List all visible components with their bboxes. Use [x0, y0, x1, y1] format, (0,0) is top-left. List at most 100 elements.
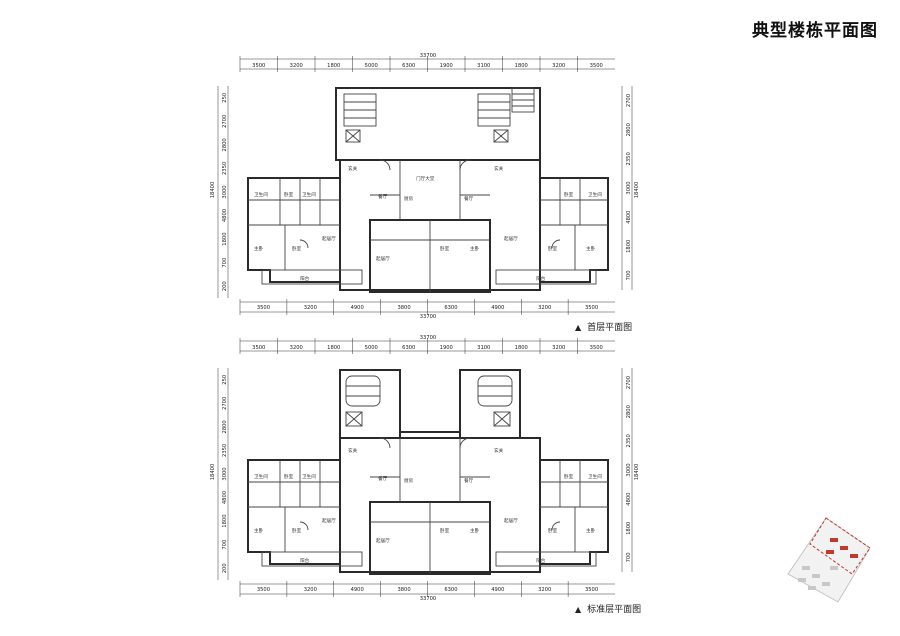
dimension-label: 2700	[626, 94, 632, 107]
dimension-label: 4900	[351, 305, 364, 311]
dimension-label: 2350	[222, 162, 228, 175]
dimension-label: 6300	[402, 63, 415, 69]
dimension-label: 3500	[252, 345, 265, 351]
dimension-label: 700	[222, 540, 228, 550]
dimension-label: 3000	[222, 185, 228, 198]
dimension-label: 200	[222, 563, 228, 573]
room-bath-left: 卫生间	[254, 191, 268, 198]
dimension-label: 2800	[626, 405, 632, 418]
room-foyer-left: 玄关	[348, 447, 358, 454]
dimension-label: 3800	[397, 587, 410, 593]
dimension-label: 2350	[222, 444, 228, 457]
dimension-label: 2350	[626, 434, 632, 447]
room-bath-right: 卫生间	[588, 191, 602, 198]
room-bath-left: 卫生间	[254, 473, 268, 480]
dimension-label: 700	[626, 552, 632, 562]
dimension-label: 1800	[327, 345, 340, 351]
dimension-label: 3500	[590, 63, 603, 69]
room-bath-left-b: 卫生间	[302, 191, 316, 198]
dimension-label: 2800	[222, 138, 228, 151]
highlighted-buildings	[826, 538, 858, 558]
total-depth-right: 18400	[634, 464, 640, 481]
dimension-label: 6300	[444, 305, 457, 311]
dimension-label: 3000	[222, 467, 228, 480]
room-kitchen-left: 厨房	[404, 195, 414, 202]
dimension-label: 2700	[626, 376, 632, 389]
dimension-label: 4800	[626, 211, 632, 224]
dimension-label: 3500	[590, 345, 603, 351]
room-balcony-right: 阳台	[536, 557, 546, 564]
room-dining-left: 餐厅	[378, 475, 388, 482]
dimension-label: 1800	[222, 515, 228, 528]
dimension-label: 700	[626, 270, 632, 280]
total-depth-left: 18400	[210, 464, 216, 481]
dimension-label: 2700	[222, 397, 228, 410]
dimension-label: 250	[222, 375, 228, 385]
room-dining-right: 餐厅	[464, 477, 474, 484]
room-living-right: 起居厅	[504, 236, 518, 242]
dimension-label: 700	[222, 258, 228, 268]
dimension-label: 3500	[585, 305, 598, 311]
page-title: 典型楼栋平面图	[752, 21, 878, 41]
dimension-label: 2800	[626, 123, 632, 136]
room-balcony-left: 阳台	[300, 275, 310, 282]
total-depth-left: 18400	[210, 182, 216, 199]
room-bedroom-right-b: 卧室	[548, 245, 558, 252]
dimension-label: 4900	[351, 587, 364, 593]
dimension-label: 1900	[440, 345, 453, 351]
triangle-icon: ▲	[575, 323, 582, 332]
dimension-label: 250	[222, 93, 228, 103]
building-outline	[247, 87, 609, 293]
dimension-label: 3200	[552, 63, 565, 69]
dimension-label: 3200	[290, 63, 303, 69]
highlight-zone	[809, 517, 871, 575]
room-bedroom-right-a: 卧室	[564, 473, 574, 480]
dimension-label: 4800	[626, 493, 632, 506]
room-master-right: 主卧	[586, 245, 596, 252]
dimension-label: 3000	[626, 463, 632, 476]
dimension-label: 4800	[222, 209, 228, 222]
total-width-bottom: 33700	[420, 596, 437, 602]
room-bedroom-center-a: 卧室	[440, 527, 450, 534]
dimension-label: 2800	[222, 420, 228, 433]
room-dining-right: 餐厅	[464, 195, 474, 202]
room-bedroom-center-a: 卧室	[440, 245, 450, 252]
dimension-label: 3500	[585, 587, 598, 593]
room-bedroom-right-a: 卧室	[564, 191, 574, 198]
dimension-label: 3500	[257, 587, 270, 593]
dimension-label: 3000	[626, 181, 632, 194]
dimension-label: 5000	[365, 345, 378, 351]
triangle-icon: ▲	[575, 605, 582, 614]
room-living-right: 起居厅	[504, 518, 518, 524]
room-master-center: 主卧	[470, 245, 480, 252]
dimension-label: 3800	[397, 305, 410, 311]
dimension-label: 200	[222, 281, 228, 291]
dimension-label: 6300	[402, 345, 415, 351]
site-boundary	[787, 517, 871, 603]
dimension-label: 4900	[491, 305, 504, 311]
dimension-label: 3500	[257, 305, 270, 311]
ground-floor-caption: ▲首层平面图	[575, 323, 633, 333]
dimension-label: 2700	[222, 115, 228, 128]
standard-floor-caption: ▲标准层平面图	[575, 605, 642, 615]
total-width-bottom: 33700	[420, 314, 437, 320]
dimension-label: 3100	[477, 63, 490, 69]
room-kitchen-left: 厨房	[404, 477, 414, 484]
dimension-label: 3200	[290, 345, 303, 351]
dimension-label: 3100	[477, 345, 490, 351]
room-bedroom-left-b: 卧室	[292, 245, 302, 252]
room-living-center-left: 起居厅	[376, 538, 390, 544]
total-width-top: 33700	[420, 53, 437, 59]
dimension-label: 4800	[222, 491, 228, 504]
dimension-label: 6300	[444, 587, 457, 593]
dimension-label: 1900	[440, 63, 453, 69]
dimension-label: 1800	[626, 240, 632, 253]
room-living-left: 起居厅	[322, 518, 336, 524]
room-master-left: 主卧	[254, 527, 264, 534]
